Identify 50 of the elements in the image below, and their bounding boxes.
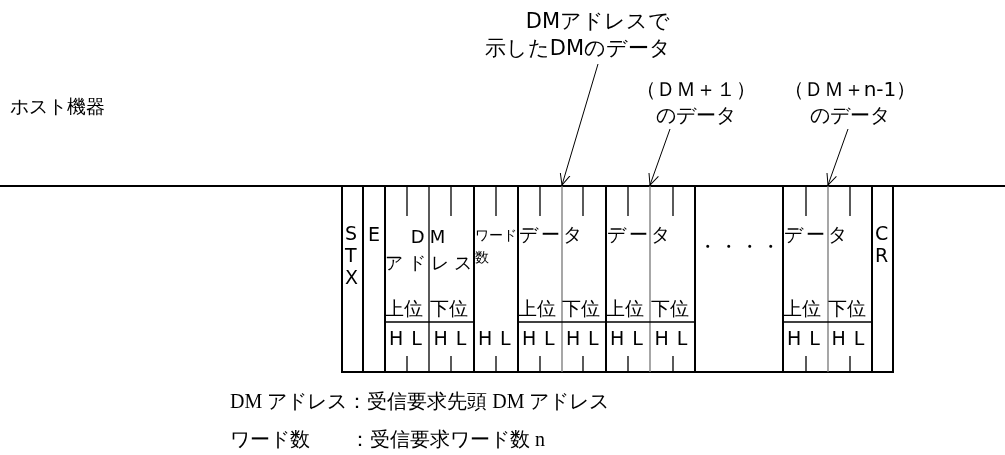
- leader-line: [648, 128, 671, 186]
- field-label: データ: [607, 224, 673, 244]
- byte-label: L: [632, 328, 643, 348]
- frame-field: [517, 186, 607, 373]
- byte-label: L: [809, 328, 820, 348]
- field-label: CR: [875, 222, 889, 266]
- byte-label: H: [610, 328, 625, 348]
- side-label: ホスト機器: [10, 94, 105, 119]
- word-label: 上位: [518, 298, 556, 318]
- word-label: 上位: [385, 298, 423, 318]
- frame-field: [605, 186, 696, 373]
- byte-label: L: [853, 328, 865, 348]
- byte-label: L: [544, 328, 555, 348]
- field-label: STX: [345, 222, 359, 288]
- word-label: 上位: [783, 298, 821, 318]
- note-text: DM アドレス：受信要求先頭 DM アドレス: [230, 389, 610, 414]
- byte-label: L: [500, 328, 511, 348]
- callout-text: （ＤＭ＋１）のデータ: [630, 76, 762, 128]
- field-label: データ: [784, 224, 850, 244]
- word-label: 下位: [650, 298, 689, 318]
- byte-label: H: [787, 328, 802, 348]
- byte-label: L: [411, 328, 422, 348]
- word-label: 下位: [562, 298, 600, 318]
- field-label: ワード数: [475, 226, 518, 267]
- frame-field: [871, 186, 894, 373]
- callout-text: DMアドレスで示したDMのデータ: [480, 8, 676, 62]
- word-label: 上位: [606, 298, 644, 318]
- frame-field: [782, 186, 873, 373]
- callout-text: （ＤＭ＋n-1）のデータ: [778, 76, 922, 128]
- byte-label: H: [389, 328, 404, 348]
- frame-field: [384, 186, 475, 373]
- word-label: 下位: [827, 298, 866, 318]
- leader-line: [826, 128, 849, 186]
- byte-label: H: [433, 328, 448, 348]
- ellipsis-dots: ・・・・: [697, 236, 783, 256]
- frame-field: [341, 186, 364, 373]
- byte-label: L: [676, 328, 688, 348]
- field-label: データ: [519, 224, 585, 244]
- word-label: 下位: [429, 298, 468, 318]
- byte-label: H: [654, 328, 669, 348]
- byte-label: H: [522, 328, 537, 348]
- byte-label: H: [566, 328, 581, 348]
- frame-field: [473, 186, 519, 373]
- byte-label: L: [588, 328, 599, 348]
- field-label: E: [368, 224, 380, 244]
- leader-line: [559, 63, 599, 186]
- byte-label: H: [831, 328, 846, 348]
- byte-label: H: [478, 328, 493, 348]
- byte-label: L: [455, 328, 467, 348]
- note-text: ワード数 ：受信要求ワード数 n: [230, 427, 545, 452]
